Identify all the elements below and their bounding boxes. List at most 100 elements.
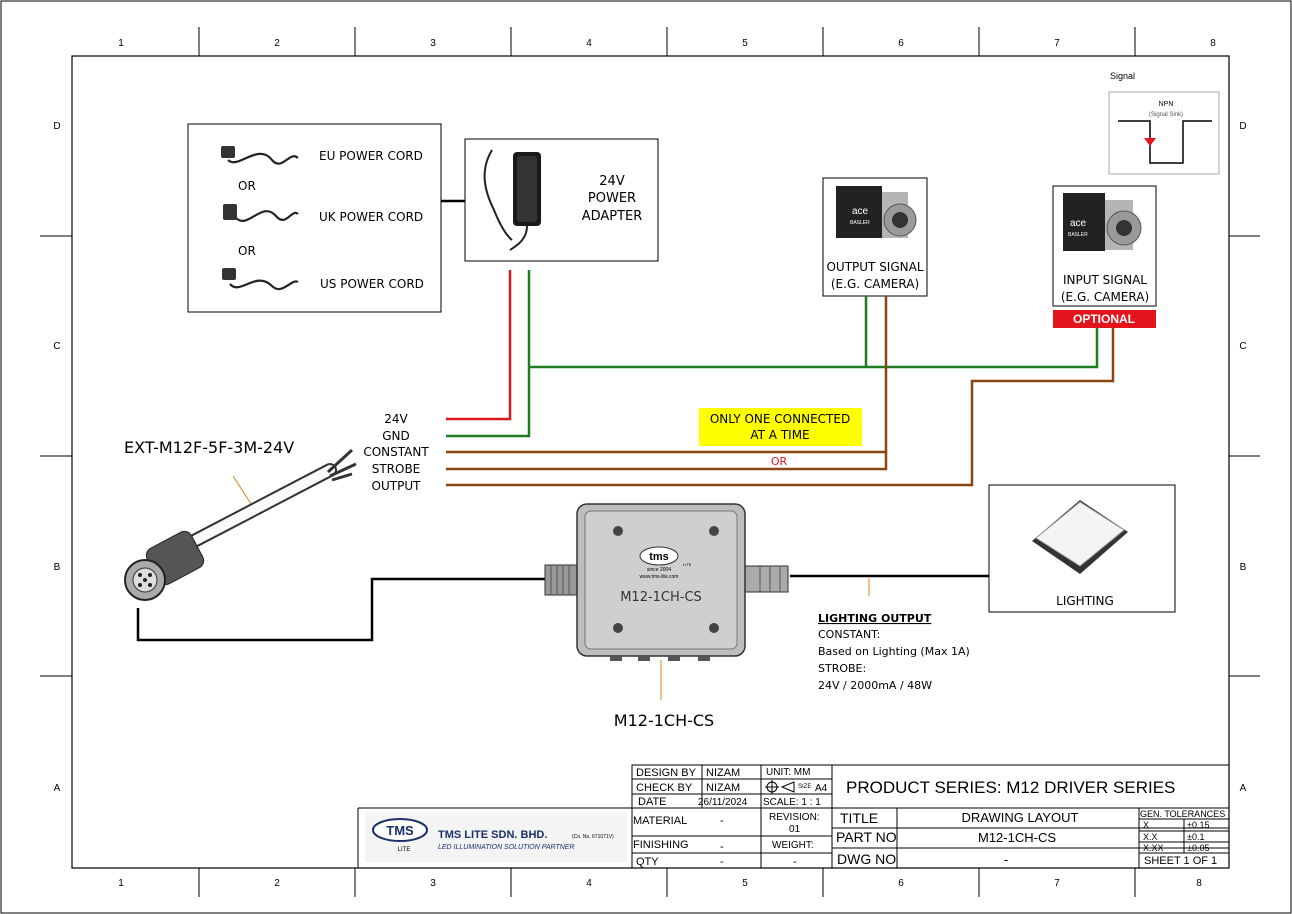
- finishing-value: -: [720, 841, 724, 853]
- qty-label: QTY: [636, 856, 659, 868]
- check-by-label: CHECK BY: [636, 782, 693, 794]
- output-signal-sub: (E.G. CAMERA): [831, 277, 919, 291]
- finishing-label: FINISHING: [633, 839, 689, 851]
- lighting-panel-icon: [1032, 500, 1128, 574]
- driver-url: www.tms-lite.com: [640, 574, 679, 580]
- col-label-bottom: 1: [118, 878, 124, 889]
- m12-cable-icon: [124, 448, 357, 601]
- tolerance-key: X.X: [1143, 832, 1158, 842]
- driver-caption: M12-1CH-CS: [614, 711, 714, 730]
- tolerance-value: ±0.15: [1187, 820, 1209, 830]
- signal-arrow-icon: [1144, 138, 1156, 146]
- power-adapter-box: [464, 138, 659, 262]
- col-label-bottom: 5: [742, 878, 748, 889]
- signal-title: Signal: [1110, 71, 1135, 81]
- col-label-top: 5: [742, 38, 748, 49]
- signal-subtitle: (Signal Sink): [1149, 112, 1183, 118]
- row-label-left: B: [54, 562, 61, 573]
- row-label-left: D: [53, 121, 60, 132]
- design-by-label: DESIGN BY: [636, 767, 697, 779]
- note-label: AT A TIME: [750, 428, 809, 442]
- col-label-top: 1: [118, 38, 124, 49]
- optional-badge: [1053, 310, 1156, 328]
- title-block-grid: [357, 764, 1230, 869]
- driver-name: M12-1CH-CS: [620, 590, 702, 605]
- lighting-label: LIGHTING: [1056, 594, 1114, 608]
- tms-logo-icon: [365, 812, 627, 862]
- unit-value: UNIT: MM: [766, 767, 810, 778]
- or-label: OR: [238, 179, 256, 193]
- row-label-right: A: [1240, 783, 1247, 794]
- material-value: -: [720, 815, 724, 827]
- m12-driver-icon: [544, 503, 789, 661]
- adapter-label: 24V: [599, 174, 625, 189]
- size-label: SIZE: [798, 784, 811, 790]
- wire-gnd-bus: [529, 328, 1099, 369]
- size-value: A4: [815, 783, 828, 794]
- row-label-right: D: [1239, 121, 1246, 132]
- dwg-no-label: DWG NO: [837, 851, 896, 867]
- row-label-right: B: [1240, 562, 1247, 573]
- signal-box: [1108, 91, 1220, 175]
- col-label-bottom: 7: [1054, 878, 1060, 889]
- adapter-label: ADAPTER: [582, 209, 643, 224]
- weight-label: WEIGHT:: [772, 840, 814, 851]
- npn-waveform: [1118, 120, 1212, 164]
- driver-logo-sub: LITE: [683, 562, 692, 567]
- wire-cable-to-driver: [136, 577, 545, 642]
- lighting-output-line: Based on Lighting (Max 1A): [818, 645, 970, 658]
- check-by-value: NIZAM: [706, 782, 740, 794]
- qty-value: -: [720, 856, 724, 868]
- optional-label: OPTIONAL: [1073, 312, 1135, 326]
- us-cord-icon: [222, 268, 299, 291]
- wire-24v: [446, 270, 512, 421]
- col-label-bottom: 6: [898, 878, 904, 889]
- lighting-output-line: 24V / 2000mA / 48W: [818, 679, 932, 692]
- output-signal-label: OUTPUT SIGNAL: [826, 260, 923, 274]
- projection-symbol-icon: [765, 780, 795, 794]
- camera-brand-sub: BASLER: [850, 220, 870, 226]
- adapter-label: POWER: [588, 191, 636, 206]
- col-label-top: 4: [586, 38, 592, 49]
- design-by-value: NIZAM: [706, 767, 740, 779]
- camera-brand: ace: [1070, 218, 1087, 229]
- part-no-value: M12-1CH-CS: [978, 830, 1056, 845]
- row-label-left: C: [53, 341, 60, 352]
- signal-type: NPN: [1159, 101, 1174, 108]
- wire-label: 24V: [384, 412, 408, 426]
- uk-cord-icon: [223, 204, 299, 222]
- title-label: TITLE: [840, 810, 878, 826]
- title-value: DRAWING LAYOUT: [961, 810, 1078, 825]
- col-label-top: 2: [274, 38, 280, 49]
- input-signal-sub: (E.G. CAMERA): [1061, 290, 1149, 304]
- wire-label: CONSTANT: [363, 445, 429, 459]
- sheet-value: SHEET 1 OF 1: [1144, 855, 1217, 867]
- part-no-label: PART NO: [836, 829, 897, 845]
- col-label-top: 6: [898, 38, 904, 49]
- company-logo: TMS: [386, 823, 414, 838]
- wire-label: STROBE: [372, 462, 421, 476]
- revision-label: REVISION:: [769, 812, 820, 823]
- col-label-top: 3: [430, 38, 436, 49]
- eu-cord-icon: [221, 146, 299, 165]
- tolerance-key: X.XX: [1143, 843, 1164, 853]
- revision-value: 01: [789, 824, 801, 835]
- camera-brand-sub: BASLER: [1068, 232, 1088, 238]
- camera-icon: ace BASLER: [836, 186, 917, 238]
- note-label: ONLY ONE CONNECTED: [710, 412, 850, 426]
- company-reg: (Co. No. 671071V): [572, 834, 614, 840]
- eu-power-cord-label: EU POWER CORD: [319, 149, 423, 163]
- lighting-output-title: LIGHTING OUTPUT: [818, 612, 932, 625]
- weight-value: -: [793, 856, 797, 868]
- date-value: 26/11/2024: [698, 797, 748, 808]
- lighting-output-line: CONSTANT:: [818, 628, 880, 641]
- input-signal-label: INPUT SIGNAL: [1063, 273, 1147, 287]
- company-name: TMS LITE SDN. BHD.: [438, 829, 547, 841]
- material-label: MATERIAL: [633, 815, 687, 827]
- driver-logo: tms: [649, 551, 669, 563]
- wire-label: GND: [382, 429, 410, 443]
- wire-label: OUTPUT: [372, 479, 422, 493]
- tolerance-value: ±0.05: [1187, 843, 1209, 853]
- company-tagline: LED ILLUMINATION SOLUTION PARTNER: [438, 844, 575, 851]
